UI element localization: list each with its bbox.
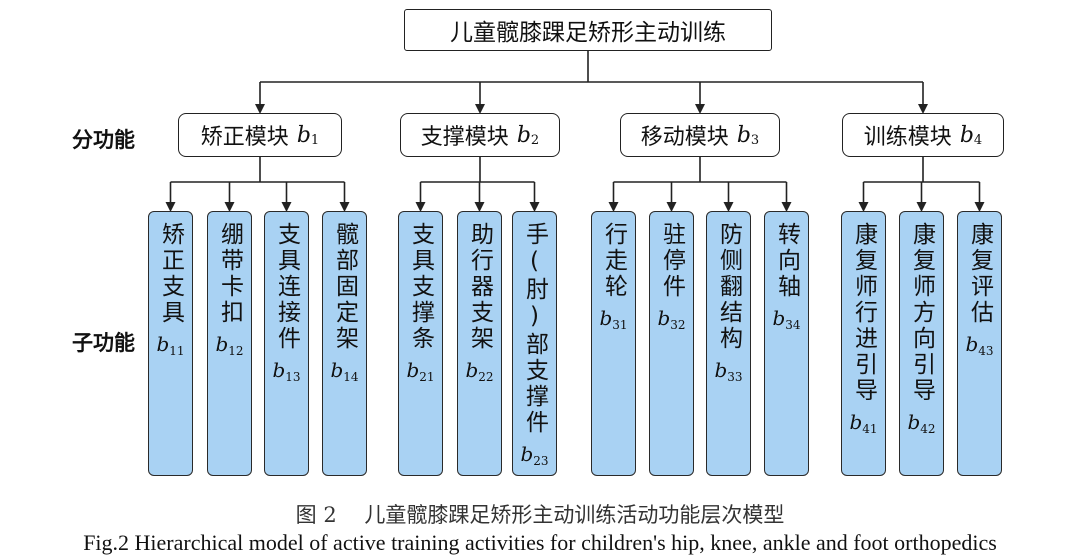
module-symbol: b (296, 122, 311, 148)
module-symbol-subscript: 2 (530, 132, 540, 148)
module-symbol: b (959, 122, 974, 148)
subfunction-symbol-wrap: b23 (520, 442, 549, 468)
subfunction-label: 支具连接件 (273, 222, 300, 352)
subfunction-symbol: b (520, 442, 534, 466)
subfunction-label: 康复师行进引导 (850, 222, 877, 404)
root-node: 儿童髋膝踝足矫形主动训练 (404, 9, 772, 51)
subfunction-symbol: b (965, 332, 979, 356)
subfunction-symbol-subscript: 42 (920, 422, 936, 436)
subfunction-symbol-wrap: b21 (406, 358, 435, 384)
subfunction-symbol-subscript: 13 (285, 370, 301, 384)
subfunction-label: 转向轴 (773, 222, 800, 300)
subfunction-node-1-4: 髋部固定架 b14 (322, 211, 367, 476)
root-label: 儿童髋膝踝足矫形主动训练 (450, 20, 726, 46)
subfunction-symbol-subscript: 33 (727, 370, 743, 384)
subfunction-symbol-subscript: 21 (419, 370, 435, 384)
subfunction-symbol: b (215, 332, 229, 356)
subfunction-symbol-wrap: b41 (849, 410, 878, 436)
subfunction-symbol: b (272, 358, 286, 382)
level-label-subfunction: 子功能 (72, 331, 135, 355)
module-symbol: b (516, 122, 531, 148)
module-label: 移动模块 (640, 125, 729, 150)
subfunction-label: 支具支撑条 (407, 222, 434, 352)
subfunction-node-3-4: 转向轴 b34 (764, 211, 809, 476)
subfunction-symbol-wrap: b13 (272, 358, 301, 384)
subfunction-node-2-2: 助行器支架 b22 (457, 211, 502, 476)
subfunction-symbol-subscript: 12 (228, 344, 244, 358)
module-symbol-subscript: 1 (310, 132, 320, 148)
subfunction-label: 康复评估 (966, 222, 993, 326)
caption-chinese: 图 2 儿童髋膝踝足矫形主动训练活动功能层次模型 (295, 503, 785, 527)
subfunction-node-2-3: 手(肘)部支撑件 b23 (512, 211, 557, 476)
subfunction-symbol-wrap: b11 (156, 332, 185, 358)
subfunction-symbol-wrap: b34 (772, 306, 801, 332)
module-symbol: b (736, 122, 751, 148)
subfunction-symbol-wrap: b12 (215, 332, 244, 358)
subfunction-symbol: b (714, 358, 728, 382)
subfunction-symbol: b (156, 332, 170, 356)
subfunction-label: 康复师方向引导 (908, 222, 935, 404)
subfunction-label: 驻停件 (658, 222, 685, 300)
subfunction-symbol: b (772, 306, 786, 330)
subfunction-symbol: b (907, 410, 921, 434)
subfunction-symbol-wrap: b33 (714, 358, 743, 384)
subfunction-symbol-subscript: 23 (533, 454, 549, 468)
subfunction-symbol-wrap: b32 (657, 306, 686, 332)
subfunction-node-1-3: 支具连接件 b13 (264, 211, 309, 476)
subfunction-symbol-wrap: b22 (465, 358, 494, 384)
subfunction-label: 防侧翻结构 (715, 222, 742, 352)
subfunction-node-4-3: 康复评估 b43 (957, 211, 1002, 476)
subfunction-symbol: b (657, 306, 671, 330)
subfunction-symbol-wrap: b43 (965, 332, 994, 358)
subfunction-symbol-wrap: b31 (599, 306, 628, 332)
subfunction-label: 助行器支架 (466, 222, 493, 352)
subfunction-label: 绷带卡扣 (216, 222, 243, 326)
subfunction-symbol-subscript: 11 (169, 344, 185, 358)
subfunction-symbol-subscript: 43 (978, 344, 994, 358)
subfunction-node-3-3: 防侧翻结构 b33 (706, 211, 751, 476)
subfunction-symbol-subscript: 41 (862, 422, 878, 436)
subfunction-label: 髋部固定架 (331, 222, 358, 352)
subfunction-symbol-subscript: 32 (670, 318, 686, 332)
module-symbol-subscript: 3 (750, 132, 760, 148)
subfunction-node-2-1: 支具支撑条 b21 (398, 211, 443, 476)
subfunction-symbol: b (849, 410, 863, 434)
subfunction-symbol-subscript: 31 (612, 318, 628, 332)
subfunction-symbol-subscript: 22 (478, 370, 494, 384)
subfunction-symbol: b (406, 358, 420, 382)
subfunction-symbol: b (599, 306, 613, 330)
subfunction-symbol: b (465, 358, 479, 382)
module-label: 训练模块 (863, 125, 952, 150)
subfunction-label: 手(肘)部支撑件 (521, 222, 548, 436)
module-symbol-subscript: 4 (973, 132, 983, 148)
subfunction-symbol-wrap: b42 (907, 410, 936, 436)
subfunction-symbol-subscript: 14 (343, 370, 359, 384)
subfunction-node-1-2: 绷带卡扣 b12 (207, 211, 252, 476)
subfunction-label: 行走轮 (600, 222, 627, 300)
level-label-function: 分功能 (72, 128, 135, 152)
module-label: 矫正模块 (200, 125, 289, 150)
subfunction-symbol-subscript: 34 (785, 318, 801, 332)
subfunction-symbol-wrap: b14 (330, 358, 359, 384)
subfunction-node-1-1: 矫正支具 b11 (148, 211, 193, 476)
subfunction-label: 矫正支具 (157, 222, 184, 326)
subfunction-node-3-2: 驻停件 b32 (649, 211, 694, 476)
subfunction-node-4-2: 康复师方向引导 b42 (899, 211, 944, 476)
subfunction-symbol: b (330, 358, 344, 382)
subfunction-node-4-1: 康复师行进引导 b41 (841, 211, 886, 476)
subfunction-node-3-1: 行走轮 b31 (591, 211, 636, 476)
caption-english: Fig.2 Hierarchical model of active train… (83, 530, 997, 555)
module-label: 支撑模块 (420, 125, 509, 150)
